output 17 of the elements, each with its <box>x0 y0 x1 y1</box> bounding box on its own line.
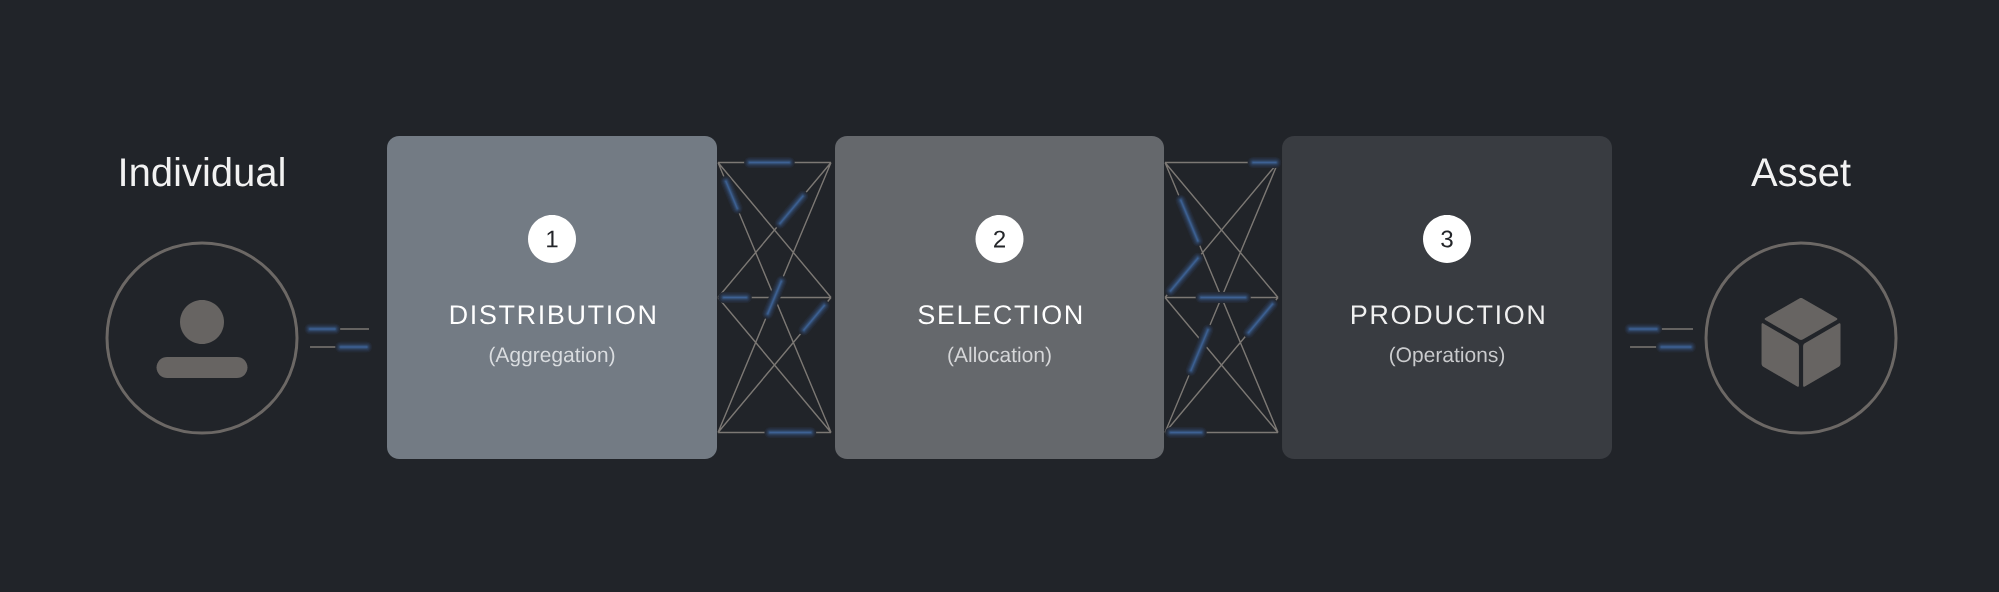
step-subtitle: (Operations) <box>1389 346 1505 367</box>
heading: Asset <box>1751 158 1851 187</box>
step-title: DISTRIBUTION <box>450 305 655 325</box>
heading: Individual <box>121 157 284 187</box>
number-badge: 2 <box>975 215 1024 263</box>
crossed-lines <box>1164 157 1282 438</box>
step-subtitle: (Allocation) <box>948 346 1051 367</box>
step-subtitle: (Aggregation) <box>489 346 615 367</box>
step-title: PRODUCTION <box>1352 305 1544 325</box>
number-badge: 1 <box>528 215 576 263</box>
connector-line <box>304 323 370 335</box>
connector-line <box>1624 323 1694 335</box>
step-title: SELECTION <box>918 305 1082 325</box>
connector-line <box>309 341 373 353</box>
crossed-lines <box>717 157 832 438</box>
number-badge: 3 <box>1423 215 1471 263</box>
connector-line <box>1629 341 1696 353</box>
